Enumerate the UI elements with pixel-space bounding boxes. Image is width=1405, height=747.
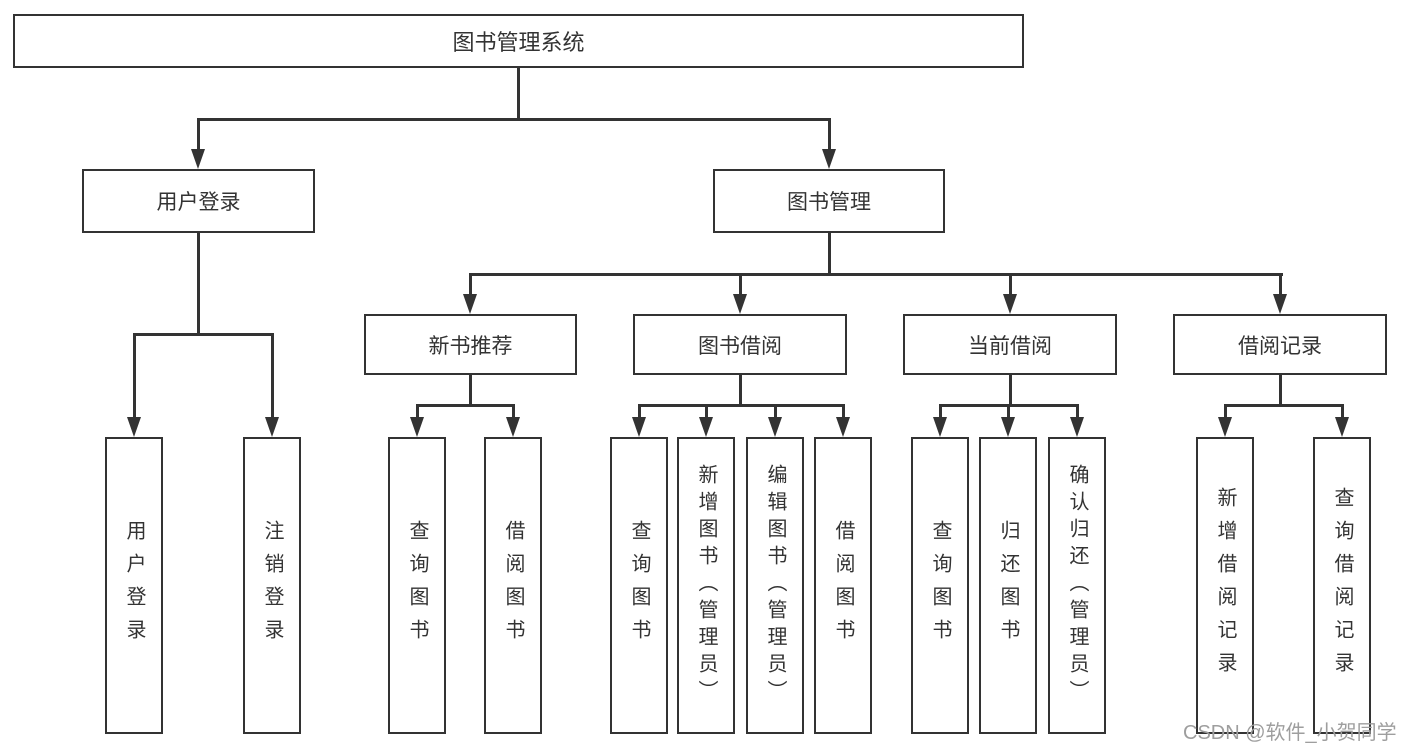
arrow-down-icon [1273, 294, 1287, 314]
arrow-down-icon [1070, 417, 1084, 437]
leaf-user-login: 用户登录 [105, 437, 163, 734]
connector-drop [1224, 406, 1227, 418]
leaf-label: 确认归还（管理员） [1066, 464, 1088, 707]
leaf-confirm-return-admin: 确认归还（管理员） [1048, 437, 1106, 734]
connector-drop [416, 406, 419, 418]
connector-book-borrow-bus [638, 404, 845, 407]
node-label: 图书管理系统 [452, 30, 585, 55]
arrow-down-icon [933, 417, 947, 437]
connector-drop [1007, 406, 1010, 418]
leaf-label: 借阅图书 [832, 519, 854, 652]
connector-root-bus [197, 118, 831, 121]
connector-book-management-stem [828, 233, 831, 275]
arrow-down-icon [463, 294, 477, 314]
node-label: 当前借阅 [968, 334, 1052, 358]
connector-book-borrow-stem [739, 375, 742, 406]
connector-borrow-records-stem [1279, 375, 1282, 406]
connector-drop [939, 406, 942, 418]
connector-drop [638, 406, 641, 418]
node-book-management: 图书管理 [713, 169, 945, 233]
connector-drop [705, 406, 708, 418]
node-user-login: 用户登录 [82, 169, 315, 233]
leaf-label: 借阅图书 [502, 519, 524, 652]
node-borrowing-records: 借阅记录 [1173, 314, 1387, 375]
arrow-down-icon [1218, 417, 1232, 437]
node-library-management-system: 图书管理系统 [13, 14, 1024, 68]
arrow-down-icon [1003, 294, 1017, 314]
leaf-query-books-current: 查询图书 [911, 437, 969, 734]
connector-new-book-stem [469, 375, 472, 406]
arrow-down-icon [632, 417, 646, 437]
leaf-label: 新增图书（管理员） [695, 464, 717, 707]
csdn-watermark: CSDN @软件_小贺同学 [1183, 722, 1397, 744]
arrow-down-icon [127, 417, 141, 437]
connector-drop [1076, 406, 1079, 418]
node-label: 借阅记录 [1238, 334, 1322, 358]
connector-drop-current-borrow [1009, 275, 1012, 295]
leaf-add-books-admin: 新增图书（管理员） [677, 437, 735, 734]
connector-drop-new-book [469, 275, 472, 295]
leaf-query-books-newbooks: 查询图书 [388, 437, 446, 734]
leaf-label: 查询图书 [628, 519, 650, 652]
node-book-borrowing: 图书借阅 [633, 314, 847, 375]
connector-current-borrow-stem [1009, 375, 1012, 406]
leaf-add-borrow-record: 新增借阅记录 [1196, 437, 1254, 734]
node-label: 用户登录 [156, 191, 241, 214]
node-new-book-recommendation: 新书推荐 [364, 314, 577, 375]
arrow-down-icon [836, 417, 850, 437]
leaf-label: 查询借阅记录 [1331, 486, 1353, 685]
leaf-return-books: 归还图书 [979, 437, 1037, 734]
leaf-label: 查询图书 [929, 519, 951, 652]
leaf-label: 注销登录 [261, 519, 283, 652]
arrow-down-icon [191, 149, 205, 169]
arrow-down-icon [410, 417, 424, 437]
connector-drop-book-management [828, 120, 831, 150]
leaf-borrow-books-newbooks: 借阅图书 [484, 437, 542, 734]
connector-drop-leaf-user-login [133, 335, 136, 418]
leaf-logout: 注销登录 [243, 437, 301, 734]
arrow-down-icon [265, 417, 279, 437]
leaf-label: 归还图书 [997, 519, 1019, 652]
connector-drop [842, 406, 845, 418]
arrow-down-icon [699, 417, 713, 437]
arrow-down-icon [1001, 417, 1015, 437]
leaf-query-books-borrow: 查询图书 [610, 437, 668, 734]
arrow-down-icon [506, 417, 520, 437]
connector-drop-book-borrow [739, 275, 742, 295]
connector-drop-user-login [197, 120, 200, 150]
arrow-down-icon [768, 417, 782, 437]
leaf-borrow-books: 借阅图书 [814, 437, 872, 734]
connector-user-login-bus [133, 333, 274, 336]
leaf-label: 用户登录 [123, 519, 145, 652]
connector-root-stem [517, 68, 520, 120]
connector-drop-borrow-records [1279, 275, 1282, 295]
connector-user-login-stem [197, 233, 200, 335]
arrow-down-icon [1335, 417, 1349, 437]
node-current-borrowing: 当前借阅 [903, 314, 1117, 375]
connector-drop [774, 406, 777, 418]
connector-book-management-bus [469, 273, 1283, 276]
node-label: 图书借阅 [698, 334, 782, 358]
node-label: 图书管理 [787, 191, 871, 214]
arrow-down-icon [822, 149, 836, 169]
leaf-label: 新增借阅记录 [1214, 486, 1236, 685]
leaf-query-borrow-record: 查询借阅记录 [1313, 437, 1371, 734]
node-label: 新书推荐 [428, 334, 513, 358]
leaf-edit-books-admin: 编辑图书（管理员） [746, 437, 804, 734]
connector-drop [512, 406, 515, 418]
arrow-down-icon [733, 294, 747, 314]
connector-current-borrow-bus [939, 404, 1079, 407]
connector-borrow-records-bus [1224, 404, 1344, 407]
connector-new-book-bus [416, 404, 515, 407]
connector-drop [1341, 406, 1344, 418]
connector-drop-leaf-logout [271, 335, 274, 418]
leaf-label: 编辑图书（管理员） [764, 464, 786, 707]
leaf-label: 查询图书 [406, 519, 428, 652]
